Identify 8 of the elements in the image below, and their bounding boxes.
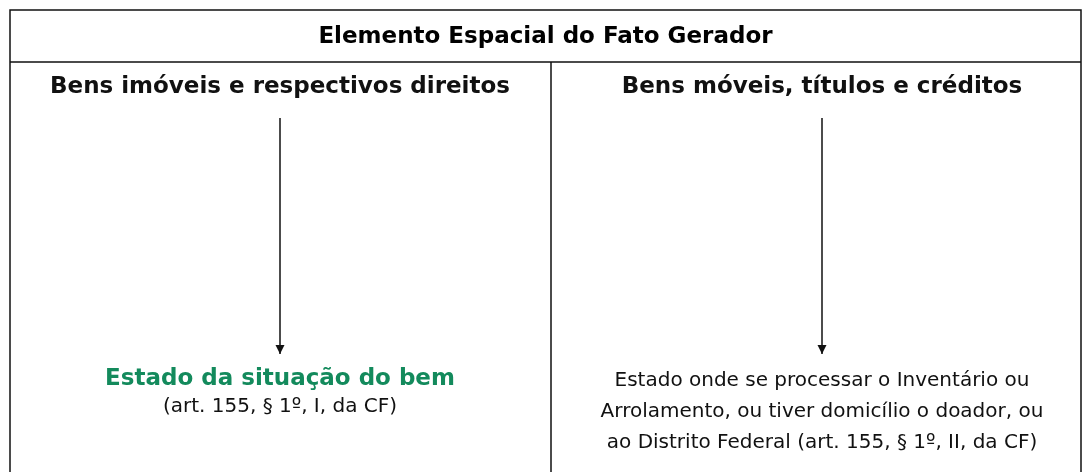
- arrow: [817, 117, 827, 355]
- arrow: [275, 117, 285, 355]
- result-text: Estado onde se processar o Inventário ou Arrolamento, ou tiver domicílio o doador, ou ao Distrito Federal (art. 155, § 1º, II, da CF): [599, 366, 1045, 455]
- column-header: Bens imóveis e respectivos direitos: [49, 72, 511, 98]
- table-title: Elemento Espacial do Fato Gerador: [317, 22, 774, 48]
- result-text: (art. 155, § 1º, I, da CF): [161, 392, 399, 419]
- result-heading: Estado da situação do bem: [104, 364, 456, 390]
- column-header: Bens móveis, títulos e créditos: [620, 72, 1024, 98]
